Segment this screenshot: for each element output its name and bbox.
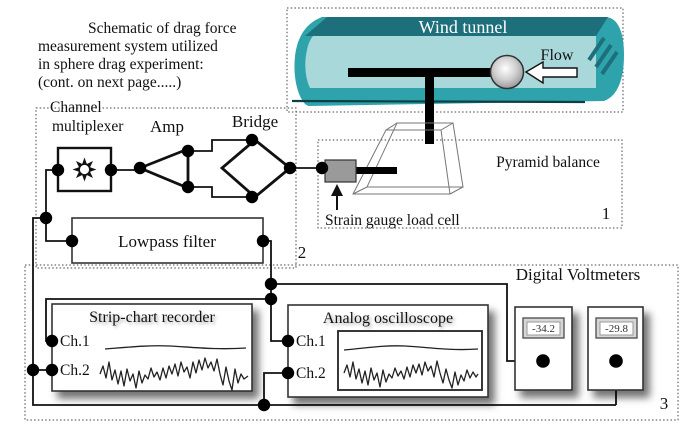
wind-tunnel-endcap-stripes <box>587 36 619 76</box>
oscilloscope-screen <box>337 330 483 391</box>
flow-arrow: Flow <box>524 47 578 85</box>
pyramid-balance-label: Pyramid balance <box>496 154 600 171</box>
osc-ch1-label: Ch.1 <box>296 333 326 350</box>
strip-ch1-label: Ch.1 <box>60 333 90 350</box>
signal-conditioning-zone-box <box>35 107 297 269</box>
bridge-circuit: Bridge <box>219 112 293 199</box>
lowpass-label: Lowpass filter <box>118 232 216 251</box>
osc-ch1-trace <box>343 345 479 351</box>
wire-left-bus-and-bottom-bus <box>32 217 616 406</box>
channel-multiplexer: Channel multiplexer <box>50 99 124 193</box>
voltmeter2-terminal <box>609 354 623 368</box>
junction-dot <box>315 161 329 175</box>
analog-oscilloscope: Analog oscilloscope Ch.1 Ch.2 <box>287 304 489 398</box>
pyramid-back-face <box>366 122 464 188</box>
strip-ch1-trace <box>104 345 247 350</box>
junction-dot <box>257 398 271 412</box>
caption-line3: in sphere drag experiment: <box>38 56 204 73</box>
load-cell-output-bar <box>356 167 397 174</box>
junction-dot <box>245 133 259 147</box>
junction-dots <box>26 133 623 412</box>
voltmeter2-value: -29.8 <box>605 323 628 335</box>
junction-dot <box>133 161 147 175</box>
multiplexer-label: multiplexer <box>52 118 124 135</box>
multiplexer-sun-icon-center <box>78 163 91 176</box>
zone2-label: 2 <box>298 243 307 262</box>
wind-tunnel-top-band <box>305 17 608 36</box>
amp-label: Amp <box>150 117 184 136</box>
strain-gauge-label: Strain gauge load cell <box>325 212 460 229</box>
strip-chart-box <box>51 303 253 392</box>
junction-dot <box>104 163 118 177</box>
junction-dot <box>45 363 59 377</box>
wind-tunnel-bottom-line <box>291 99 586 104</box>
junction-dot <box>264 277 278 291</box>
wire-bus-to-osc-ch2 <box>263 372 288 405</box>
amp-triangle <box>136 146 190 191</box>
digital-voltmeters-label: Digital Voltmeters <box>516 265 641 284</box>
junction-dot <box>39 211 53 225</box>
pyramid-balance: Pyramid balance 1 <box>352 122 611 223</box>
strip-chart-recorder: Strip-chart recorder Ch.1 Ch.2 <box>51 303 253 392</box>
voltmeter1-display <box>526 321 561 336</box>
load-cell-body <box>324 159 357 183</box>
osc-ch2-label: Ch.2 <box>296 365 326 382</box>
osc-ch2-trace <box>343 360 479 389</box>
channel-label: Channel <box>50 99 102 116</box>
junction-dot <box>45 334 59 348</box>
flow-label: Flow <box>541 47 574 64</box>
pyramid-edges <box>352 122 464 195</box>
caption-line4: (cont. on next page.....) <box>38 74 181 91</box>
caption-line2: measurement system utilized <box>38 38 218 55</box>
flow-arrow-icon <box>524 60 578 85</box>
junction-dot <box>26 363 40 377</box>
strip-ch2-label: Ch.2 <box>60 362 90 379</box>
oscilloscope-title: Analog oscilloscope <box>323 310 453 327</box>
amplifier: Amp <box>136 117 190 191</box>
voltmeter2-display <box>599 321 634 336</box>
voltmeter1-value: -34.2 <box>532 323 555 335</box>
load-cell-pointer-arrowhead <box>331 184 343 196</box>
strip-ch2-trace <box>99 357 249 391</box>
caption: Schematic of drag force measurement syst… <box>38 20 237 91</box>
bridge-diamond <box>219 138 293 199</box>
lowpass-filter: Lowpass filter 2 <box>71 217 307 264</box>
wire-amp-to-bridge-top <box>188 139 252 152</box>
junction-dot <box>65 234 79 248</box>
zone1-label: 1 <box>602 204 611 223</box>
wind-tunnel-zone-box <box>286 7 624 113</box>
readout-zone-box <box>24 264 679 421</box>
strip-chart-title: Strip-chart recorder <box>89 309 215 326</box>
wind-tunnel: Wind tunnel Flow <box>291 17 624 144</box>
voltmeter1-terminal <box>536 354 550 368</box>
junction-dot <box>181 144 195 158</box>
sting-horizontal-bar <box>348 68 491 77</box>
bridge-label: Bridge <box>232 112 278 131</box>
junction-dot <box>256 234 270 248</box>
wire-amp-to-bridge-bottom <box>188 186 252 198</box>
test-sphere <box>489 54 525 90</box>
junction-dot <box>181 180 195 194</box>
junction-dot <box>51 163 65 177</box>
pyramid-balance-zone-box <box>317 139 623 229</box>
voltmeter-2: -29.8 <box>587 306 644 391</box>
strain-gauge-load-cell: Strain gauge load cell <box>324 159 460 229</box>
junction-dot <box>281 334 295 348</box>
wire-lowpass-to-osc-ch1 <box>263 240 288 342</box>
wind-tunnel-label: Wind tunnel <box>419 17 508 37</box>
sting-vertical-bar <box>425 68 434 144</box>
junction-dot <box>281 366 295 380</box>
caption-line1: Schematic of drag force <box>88 20 237 37</box>
wind-tunnel-left-cut <box>294 36 311 105</box>
zone3-label: 3 <box>660 394 669 413</box>
junction-dot <box>264 292 278 306</box>
junction-dot <box>245 190 259 204</box>
voltmeter-1: -34.2 <box>514 306 573 391</box>
junction-dot <box>283 161 297 175</box>
